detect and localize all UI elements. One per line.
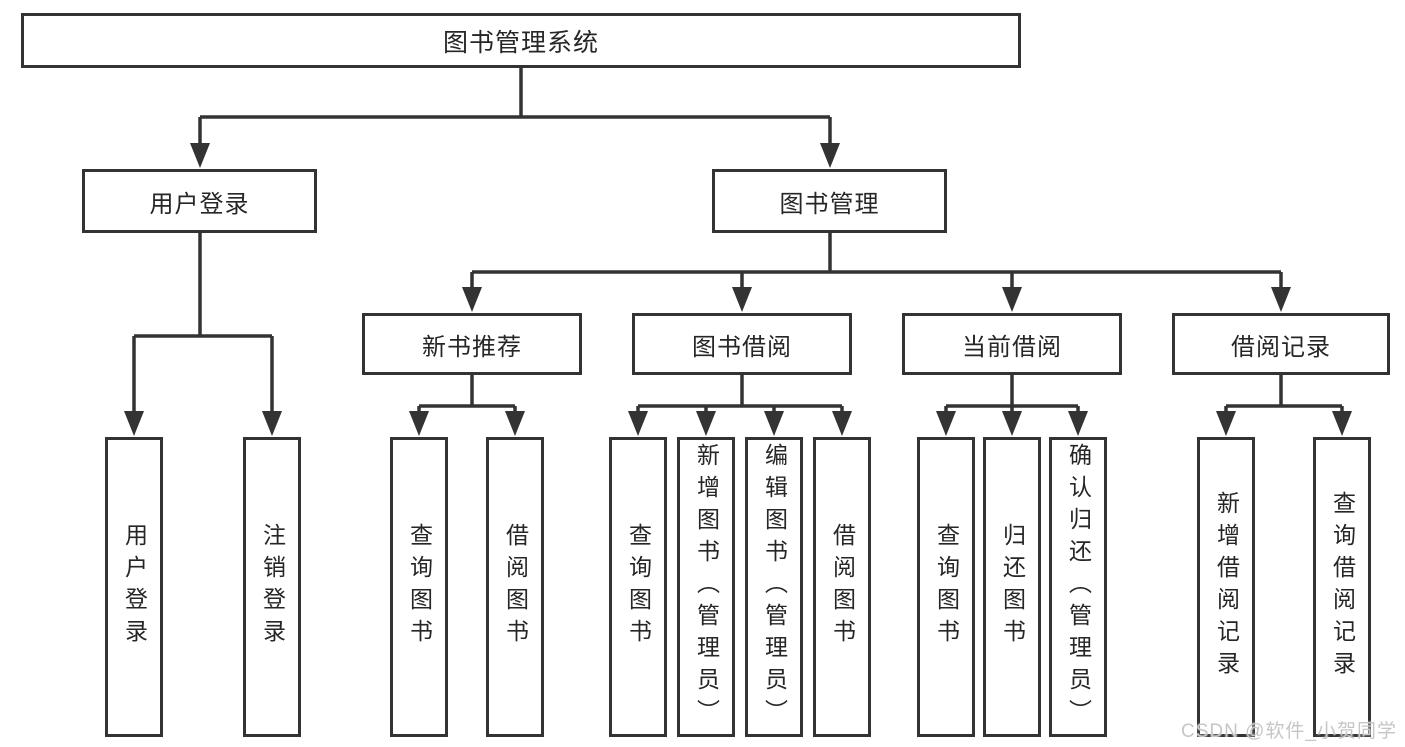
leaf-query-books-borrow-label: 查询图书 [625,523,652,651]
leaf-add-book-admin: 新增图书（管理员） [677,437,735,737]
node-book-borrow: 图书借阅 [632,313,852,375]
node-current-borrow: 当前借阅 [902,313,1122,375]
leaf-query-borrow-record: 查询借阅记录 [1313,437,1371,737]
arrowheads [124,143,1352,436]
leaf-user-login-label: 用户登录 [121,523,148,651]
leaf-user-login: 用户登录 [105,437,163,737]
leaf-edit-book-admin-label: 编辑图书（管理员） [761,443,788,731]
leaf-query-books-recommend: 查询图书 [390,437,448,737]
leaf-add-borrow-record-label: 新增借阅记录 [1213,491,1240,683]
leaf-confirm-return-admin: 确认归还（管理员） [1049,437,1107,737]
leaf-query-books-current-label: 查询图书 [933,523,960,651]
leaf-add-borrow-record: 新增借阅记录 [1197,437,1255,737]
leaf-borrow-books-recommend: 借阅图书 [486,437,544,737]
leaf-logout-label: 注销登录 [259,523,286,651]
leaf-borrow-books-recommend-label: 借阅图书 [502,523,529,651]
node-user-login: 用户登录 [82,169,317,233]
leaf-edit-book-admin: 编辑图书（管理员） [745,437,803,737]
leaf-query-books-current: 查询图书 [917,437,975,737]
node-borrow-records: 借阅记录 [1172,313,1390,375]
leaf-borrow-books-borrow-label: 借阅图书 [829,523,856,651]
node-book-management: 图书管理 [712,169,947,233]
leaf-return-books-label: 归还图书 [999,523,1026,651]
leaf-borrow-books-borrow: 借阅图书 [813,437,871,737]
node-library-system: 图书管理系统 [21,13,1021,68]
watermark: CSDN @软件_小贺同学 [1181,721,1397,742]
leaf-query-books-borrow: 查询图书 [609,437,667,737]
leaf-query-borrow-record-label: 查询借阅记录 [1329,491,1356,683]
leaf-confirm-return-admin-label: 确认归还（管理员） [1065,443,1092,731]
leaf-add-book-admin-label: 新增图书（管理员） [693,443,720,731]
leaf-logout: 注销登录 [243,437,301,737]
leaf-return-books: 归还图书 [983,437,1041,737]
leaf-query-books-recommend-label: 查询图书 [406,523,433,651]
node-new-book-recommend: 新书推荐 [362,313,582,375]
